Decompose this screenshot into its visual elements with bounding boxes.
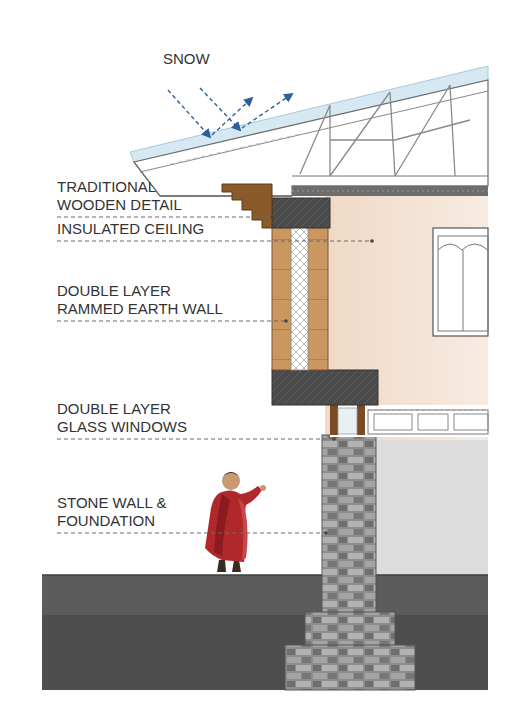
leader-line	[57, 217, 272, 218]
monk-figure	[205, 472, 266, 572]
part-label: DOUBLE LAYER GLASS WINDOWS	[57, 400, 217, 436]
ground	[42, 575, 488, 615]
wooden-bracket	[222, 184, 272, 228]
leader-dot	[370, 239, 374, 243]
concrete-beam	[272, 370, 378, 405]
foundation	[285, 645, 415, 690]
leader-line	[57, 533, 326, 534]
roof	[130, 66, 488, 196]
leader-dot	[270, 215, 274, 219]
part-label: TRADITIONAL WOODEN DETAIL	[57, 178, 207, 214]
leader-dot	[324, 531, 328, 535]
leader-dot	[332, 437, 336, 441]
leader-line	[57, 241, 372, 242]
rammed-earth-wall	[272, 226, 328, 370]
snow-label: SNOW	[163, 50, 253, 68]
foundation	[305, 612, 395, 647]
leader-line	[57, 321, 286, 322]
part-label: STONE WALL & FOUNDATION	[57, 494, 197, 530]
snow-arrows	[168, 88, 292, 137]
leader-line	[57, 439, 334, 440]
glass-windows	[330, 405, 488, 437]
upper-window	[433, 228, 488, 336]
part-label: DOUBLE LAYER RAMMED EARTH WALL	[57, 282, 229, 318]
stone-wall	[322, 435, 376, 615]
concrete-band	[272, 198, 330, 228]
lower-wall	[375, 440, 488, 576]
part-label: INSULATED CEILING	[57, 220, 242, 238]
ground	[42, 615, 488, 690]
leader-dot	[284, 319, 288, 323]
